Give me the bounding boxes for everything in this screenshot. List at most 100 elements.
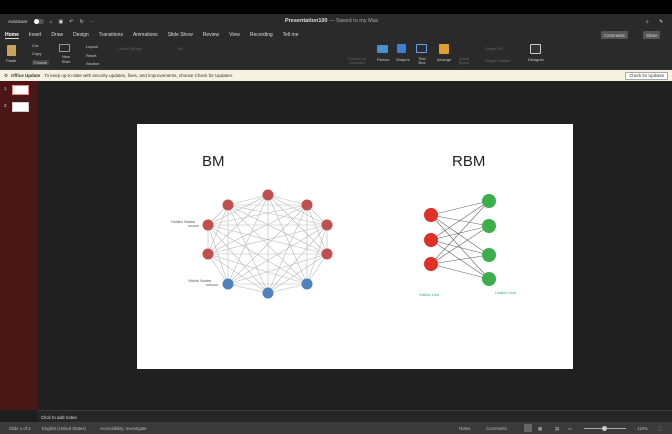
picture-icon[interactable] bbox=[377, 45, 388, 53]
rbm-edge bbox=[430, 263, 490, 280]
bm-hidden-node bbox=[262, 189, 274, 201]
new-slide-icon[interactable] bbox=[59, 44, 70, 52]
text-box-icon[interactable] bbox=[416, 44, 427, 53]
arrange-icon[interactable] bbox=[439, 44, 449, 54]
bm-edge bbox=[207, 224, 229, 285]
bm-edge bbox=[227, 194, 269, 285]
notes-pane[interactable]: Click to add notes bbox=[38, 410, 672, 422]
tab-review[interactable]: Review bbox=[202, 32, 220, 38]
reset-button[interactable]: Reset bbox=[86, 53, 97, 58]
tab-recording[interactable]: Recording bbox=[249, 32, 273, 38]
shapes-icon[interactable] bbox=[397, 44, 406, 53]
section-button[interactable]: Section bbox=[86, 61, 100, 66]
home-icon[interactable]: ⌂ bbox=[49, 18, 53, 25]
zoom-slider-thumb[interactable] bbox=[602, 425, 607, 431]
bm-edge bbox=[227, 204, 328, 226]
title-bar: AutoSave ⌂ ▣ ↶ ↻ ⋯ Presentation100 — Sav… bbox=[0, 14, 672, 29]
check-for-updates-button[interactable]: Check for Updates bbox=[625, 71, 668, 80]
bm-hidden-node bbox=[321, 219, 333, 231]
hidden-nodes-label: Hidden Nodes bbox=[171, 220, 195, 224]
arrange-button[interactable]: Arrange bbox=[437, 57, 452, 62]
language[interactable]: English (United States) bbox=[42, 426, 86, 431]
bm-edge bbox=[227, 204, 328, 255]
rbm-edge bbox=[430, 225, 490, 241]
tab-design[interactable]: Design bbox=[73, 32, 89, 38]
slide-thumbnail-2[interactable] bbox=[12, 102, 29, 112]
accessibility-status[interactable]: Accessibility: Investigate bbox=[100, 426, 147, 431]
slide-thumbnail-1[interactable] bbox=[12, 85, 29, 95]
new-slide-button[interactable]: New Slide bbox=[61, 54, 71, 64]
gear-icon: ⚙ bbox=[4, 72, 9, 78]
search-icon[interactable]: ⌕ bbox=[646, 18, 649, 25]
paste-icon[interactable] bbox=[7, 45, 16, 56]
rbm-edge bbox=[430, 200, 490, 241]
bm-title: BM bbox=[202, 153, 225, 170]
rbm-hidden-node bbox=[482, 272, 496, 286]
slide[interactable]: BM RBM Hidden Nodes Visible Nodes Visibl… bbox=[137, 124, 573, 369]
bm-edge bbox=[267, 194, 328, 255]
redo-icon[interactable]: ↻ bbox=[79, 18, 84, 25]
bm-edge bbox=[267, 224, 328, 294]
bm-visible-node bbox=[222, 278, 234, 290]
tab-slide-show[interactable]: Slide Show bbox=[167, 32, 193, 38]
tab-draw[interactable]: Draw bbox=[51, 32, 64, 38]
autosave-toggle[interactable] bbox=[33, 19, 44, 24]
share-button[interactable]: Share bbox=[643, 31, 661, 39]
font-size-select[interactable]: 18 bbox=[178, 46, 183, 51]
rbm-hidden-node bbox=[482, 248, 496, 262]
reading-view-icon[interactable]: ▤ bbox=[555, 426, 560, 431]
slide-counter: Slide 1 of 2 bbox=[9, 426, 31, 431]
bm-edge bbox=[207, 194, 269, 255]
format-button[interactable]: Format bbox=[32, 60, 49, 65]
more-icon[interactable]: ⋯ bbox=[89, 18, 95, 25]
comments-status-button[interactable]: Comments bbox=[486, 426, 507, 431]
notes-placeholder: Click to add notes bbox=[41, 415, 77, 420]
comments-button[interactable]: Comments bbox=[601, 31, 628, 39]
fit-slide-icon[interactable]: ⛶ bbox=[658, 426, 662, 431]
top-bar bbox=[0, 0, 672, 14]
rbm-edge bbox=[430, 225, 490, 265]
slideshow-icon[interactable]: ▭ bbox=[568, 426, 573, 431]
rbm-edge bbox=[430, 200, 490, 216]
rbm-edge bbox=[430, 214, 490, 256]
shape-outline-button[interactable]: Shape Outline bbox=[485, 58, 511, 63]
designer-button[interactable]: Designer bbox=[528, 57, 545, 62]
feedback-icon[interactable]: ✎ bbox=[659, 18, 664, 25]
notes-button[interactable]: Notes bbox=[459, 426, 471, 431]
tab-transitions[interactable]: Transitions bbox=[98, 32, 123, 38]
bm-edge bbox=[306, 224, 328, 285]
bm-edge bbox=[207, 204, 229, 255]
text-box-button[interactable]: Text Box bbox=[418, 56, 426, 65]
picture-button[interactable]: Picture bbox=[377, 57, 390, 62]
designer-icon[interactable] bbox=[530, 44, 541, 54]
thumbnail-number: 2 bbox=[4, 103, 7, 108]
convert-smartart-button[interactable]: Convert to SmartArt bbox=[347, 56, 367, 65]
bm-edge bbox=[207, 204, 308, 255]
tab-animations[interactable]: Animations bbox=[132, 32, 158, 38]
bm-edge bbox=[227, 204, 308, 285]
rbm-visible-node bbox=[424, 257, 438, 271]
rbm-edge bbox=[430, 254, 490, 265]
copy-button[interactable]: Copy bbox=[32, 51, 42, 56]
update-bar: ⚙ Office Update To keep up-to-date with … bbox=[0, 70, 672, 81]
quick-styles-button[interactable]: Quick Styles bbox=[458, 56, 470, 65]
paste-button[interactable]: Paste bbox=[6, 58, 17, 63]
autosave-label: AutoSave bbox=[8, 19, 28, 24]
undo-icon[interactable]: ↶ bbox=[69, 18, 74, 25]
font-name-select[interactable]: Calibri (Body) bbox=[118, 46, 143, 51]
hidden-unit-label: Hidden Unit bbox=[495, 290, 517, 295]
tab-view[interactable]: View bbox=[229, 32, 240, 38]
tab-home[interactable]: Home bbox=[5, 31, 19, 39]
zoom-level[interactable]: 118% bbox=[637, 426, 648, 431]
tab-insert[interactable]: Insert bbox=[28, 32, 42, 38]
bm-edge bbox=[227, 194, 269, 206]
layout-button[interactable]: Layout bbox=[86, 44, 99, 49]
slide-sorter-icon[interactable]: ▦ bbox=[538, 426, 543, 431]
normal-view-icon[interactable] bbox=[524, 424, 532, 432]
save-icon[interactable]: ▣ bbox=[58, 18, 64, 25]
cut-button[interactable]: Cut bbox=[32, 43, 39, 48]
shape-fill-button[interactable]: Shape Fill bbox=[485, 46, 503, 51]
shapes-button[interactable]: Shapes bbox=[396, 57, 410, 62]
status-bar: Slide 1 of 2 English (United States) Acc… bbox=[0, 422, 672, 434]
tab-tell-me[interactable]: Tell me bbox=[282, 32, 299, 38]
